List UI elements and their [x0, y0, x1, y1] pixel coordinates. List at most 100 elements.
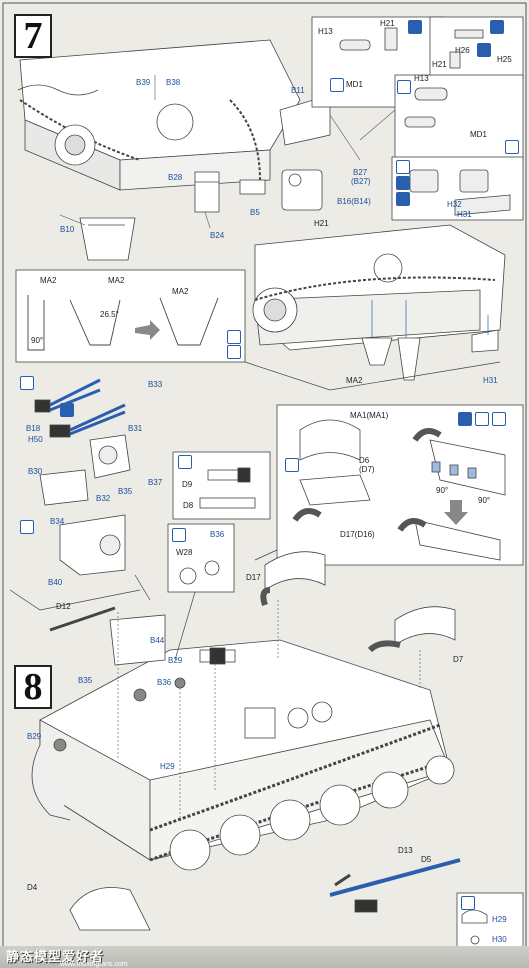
part-label-b44: B44: [150, 636, 165, 645]
part-label-h13-b: H13: [414, 74, 429, 83]
glue-icon: [227, 330, 241, 344]
part-label-b38: B38: [166, 78, 181, 87]
part-label-b36-b: B36: [157, 678, 172, 687]
watermark-bar: 静态模型爱好者 www.moxingfans.com: [0, 946, 529, 968]
part-label-b36: B36: [210, 530, 225, 539]
glue-icon: [461, 896, 475, 910]
part-b28: [194, 171, 220, 213]
hull-middle-drawing: [252, 224, 506, 353]
exhaust-assembly: [34, 378, 131, 576]
callout-box-w28: [167, 523, 235, 593]
part-label-h21: H21: [380, 19, 395, 28]
part-label-md1-b: MD1: [470, 130, 487, 139]
paint-icon: [330, 78, 344, 92]
glue-icon: [172, 528, 186, 542]
part-label-h31-b: H31: [483, 376, 498, 385]
part-label-b24: B24: [210, 231, 225, 240]
glue-icon: [178, 455, 192, 469]
part-label-d5: D5: [421, 855, 432, 864]
glue-icon: [285, 458, 299, 472]
fender-parts: [49, 551, 456, 752]
bracket-b10: [79, 217, 136, 261]
callout-box-ma2: [15, 269, 246, 363]
part-label-h13: H13: [318, 27, 333, 36]
part-label-w28: W28: [176, 548, 193, 557]
part-label-md1: MD1: [346, 80, 363, 89]
part-label-ma1: MA1(MA1): [350, 411, 389, 420]
glue-icon: [408, 20, 422, 34]
paint-icon: [492, 412, 506, 426]
part-label-b30: B30: [28, 467, 43, 476]
part-label-b35: B35: [118, 487, 133, 496]
part-label-ma2-b: MA2: [108, 276, 125, 285]
part-label-ma2-c: MA2: [172, 287, 189, 296]
part-label-h32: H32: [447, 200, 462, 209]
paint-icon: [396, 192, 410, 206]
part-label-d6: D6: [359, 456, 370, 465]
part-label-d17d16: D17(D16): [340, 530, 375, 539]
angle-label-26-5: 26.5°: [100, 310, 119, 319]
callout-box-h26: [429, 16, 524, 80]
part-label-d4: D4: [27, 883, 38, 892]
glue-icon: [505, 140, 519, 154]
part-label-b39: B39: [136, 78, 151, 87]
paint-icon: [477, 43, 491, 57]
part-label-b18: B18: [26, 424, 41, 433]
part-label-d7-alt: (D7): [359, 465, 375, 474]
paint-icon: [458, 412, 472, 426]
part-label-b32: B32: [96, 494, 111, 503]
angle-label-90-b: 90°: [436, 486, 449, 495]
angle-label-90: 90°: [31, 336, 44, 345]
paint-icon: [60, 403, 74, 417]
part-label-h31: H31: [457, 210, 472, 219]
part-label-b27-alt: (B27): [351, 177, 371, 186]
part-label-d7: D7: [453, 655, 464, 664]
part-label-d12: D12: [56, 602, 71, 611]
part-label-d17: D17: [246, 573, 261, 582]
part-label-d9: D9: [182, 480, 193, 489]
hull-upper-drawing: [17, 39, 301, 191]
part-label-ma2-a: MA2: [40, 276, 57, 285]
bracket-ma2-installed: [361, 337, 421, 381]
glue-icon: [397, 80, 411, 94]
part-label-b16: B16(B14): [337, 197, 371, 206]
watermark-url: www.moxingfans.com: [60, 961, 128, 968]
part-label-b29: B29: [168, 656, 183, 665]
glue-icon: [396, 160, 410, 174]
part-label-b31: B31: [128, 424, 143, 433]
glue-icon: [20, 520, 34, 534]
part-label-h29-b: H29: [492, 915, 507, 924]
step-number-8: 8: [14, 665, 52, 709]
angle-label-90-c: 90°: [478, 496, 491, 505]
part-label-h21-c: H21: [314, 219, 329, 228]
part-label-h30: H30: [492, 935, 507, 944]
glue-icon: [20, 376, 34, 390]
part-label-b11: B11: [291, 86, 305, 95]
part-b5: [239, 169, 323, 211]
part-label-d13: D13: [398, 846, 413, 855]
part-label-b5: B5: [250, 208, 260, 217]
paint-icon: [490, 20, 504, 34]
hull-lower-drawing: [31, 639, 455, 931]
part-label-b34: B34: [50, 517, 65, 526]
part-label-b40: B40: [48, 578, 63, 587]
part-label-b33: B33: [148, 380, 163, 389]
step-number-7: 7: [14, 14, 52, 58]
part-label-h21-b: H21: [432, 60, 447, 69]
part-label-b28: B28: [168, 173, 183, 182]
paint-icon: [396, 176, 410, 190]
part-label-b10: B10: [60, 225, 75, 234]
part-label-h26: H26: [455, 46, 470, 55]
part-label-b35-b: B35: [78, 676, 93, 685]
exhaust-pipe-d13: [329, 858, 461, 913]
glue-icon: [475, 412, 489, 426]
part-label-h50: H50: [28, 435, 43, 444]
paint-icon: [227, 345, 241, 359]
part-label-h25: H25: [497, 55, 512, 64]
watermark-text: 静态模型爱好者: [6, 949, 105, 964]
part-label-h29: H29: [160, 762, 175, 771]
part-label-b27: B27: [353, 168, 368, 177]
part-label-b37: B37: [148, 478, 163, 487]
